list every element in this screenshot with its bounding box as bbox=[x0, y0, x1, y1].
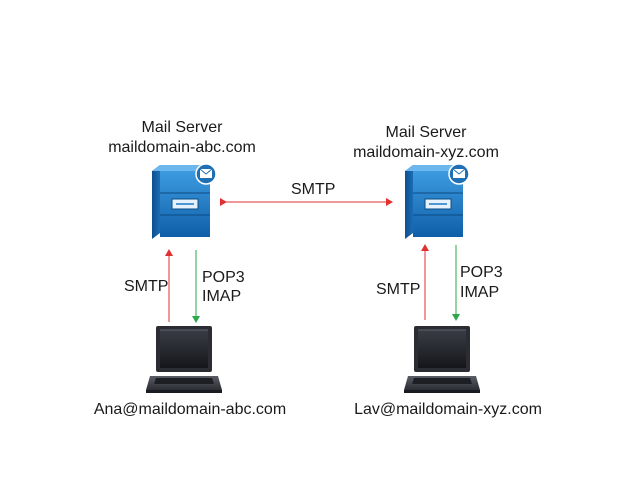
left-server-domain: maildomain-abc.com bbox=[108, 139, 256, 156]
right-receive-protocol-2-label: IMAP bbox=[460, 284, 500, 301]
left-mail-server-icon bbox=[152, 163, 217, 239]
right-send-protocol-label: SMTP bbox=[376, 281, 421, 298]
left-receive-protocol-2-label: IMAP bbox=[202, 288, 242, 305]
left-receive-protocol-1-label: POP3 bbox=[202, 269, 245, 286]
right-receive-protocol-1-label: POP3 bbox=[460, 264, 503, 281]
right-mail-server-icon bbox=[405, 163, 470, 239]
right-server-domain: maildomain-xyz.com bbox=[353, 144, 499, 161]
right-server-title: Mail Server bbox=[385, 124, 467, 141]
right-client-address: Lav@maildomain-xyz.com bbox=[354, 401, 542, 418]
server-link-label: SMTP bbox=[291, 181, 336, 198]
left-laptop-icon bbox=[146, 326, 222, 393]
left-server-title: Mail Server bbox=[141, 119, 223, 136]
left-client-address: Ana@maildomain-abc.com bbox=[93, 401, 287, 418]
left-send-protocol-label: SMTP bbox=[124, 278, 169, 295]
right-laptop-icon bbox=[404, 326, 480, 393]
